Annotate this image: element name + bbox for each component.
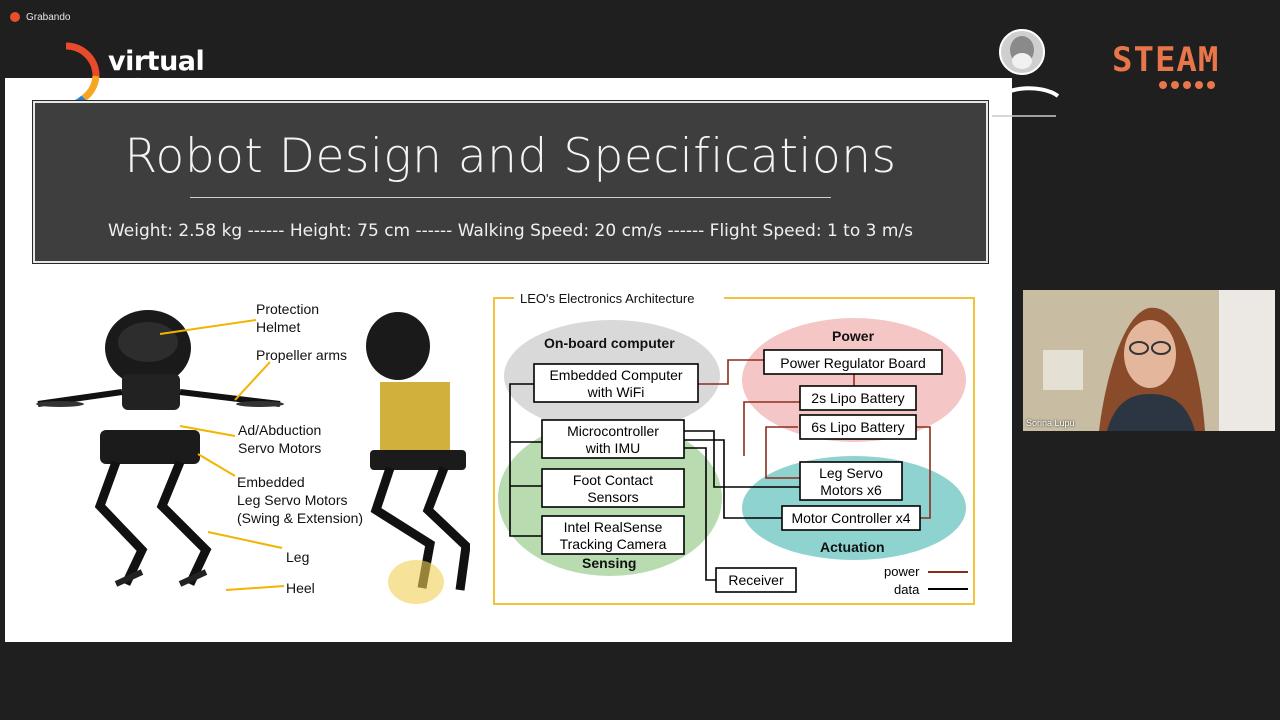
recording-indicator: Grabando	[10, 9, 70, 25]
box-motor-controller: Motor Controller x4	[781, 505, 921, 531]
data-connections	[509, 383, 800, 581]
label-leg: Leg	[286, 549, 310, 565]
label-helmet-line1: Protection	[256, 301, 320, 317]
label-legservo-line1: Embedded	[237, 474, 305, 490]
realsense-line2: Tracking Camera	[560, 536, 667, 552]
label-heel: Heel	[286, 580, 315, 596]
realsense-line1: Intel RealSense	[564, 519, 663, 535]
steam-icons	[1159, 81, 1215, 89]
legend-data-label: data	[894, 582, 920, 597]
box-2s-lipo: 2s Lipo Battery	[799, 385, 917, 411]
label-leg-servo: Embedded Leg Servo Motors (Swing & Exten…	[237, 473, 363, 527]
participant-name: Sorina Lupu	[1026, 418, 1075, 428]
steam-logo: STEAM	[1112, 40, 1220, 80]
box-power-regulator: Power Regulator Board	[763, 349, 943, 375]
recording-label: Grabando	[26, 11, 71, 23]
box-microcontroller: Microcontroller with IMU	[541, 419, 685, 459]
diagram-frame	[493, 297, 975, 605]
legservo-line2: Motors x6	[820, 482, 882, 498]
legservo-line1: Leg Servo	[819, 465, 883, 481]
label-ad-abduction: Ad/Abduction Servo Motors	[238, 421, 321, 457]
record-icon	[10, 12, 20, 22]
title-panel: Robot Design and Specifications Weight: …	[32, 100, 989, 264]
label-helmet-line2: Helmet	[256, 319, 301, 335]
label-protection-helmet: Protection Helmet	[256, 300, 319, 336]
box-6s-lipo: 6s Lipo Battery	[799, 414, 917, 440]
virtual-educa-subtext: educa	[108, 74, 189, 102]
box-foot-contact: Foot Contact Sensors	[541, 468, 685, 508]
label-ad-line2: Servo Motors	[238, 440, 322, 456]
group-power-label: Power	[832, 328, 875, 344]
title-divider	[190, 197, 831, 198]
lipo2-text: 2s Lipo Battery	[811, 390, 904, 406]
lipo6-text: 6s Lipo Battery	[811, 419, 904, 435]
group-actuation-label: Actuation	[820, 539, 885, 555]
power-reg-text: Power Regulator Board	[780, 355, 926, 371]
power-connections	[698, 359, 931, 519]
group-onboard-label: On-board computer	[544, 335, 675, 351]
foot-line2: Sensors	[587, 489, 638, 505]
participant-video-frame	[1023, 290, 1275, 431]
slide-title: Robot Design and Specifications	[124, 129, 897, 184]
legend-power-label: power	[884, 564, 920, 579]
galileo-university-logo	[986, 29, 1060, 117]
box-leg-servo: Leg Servo Motors x6	[799, 461, 903, 501]
virtual-educa-text: virtual	[108, 46, 205, 77]
diagram-title: LEO's Electronics Architecture	[520, 291, 694, 306]
box-receiver: Receiver	[715, 567, 797, 593]
receiver-text: Receiver	[728, 572, 784, 588]
group-sensing-label: Sensing	[582, 555, 636, 571]
box-embedded-computer: Embedded Computer with WiFi	[533, 363, 699, 403]
label-legservo-line3: (Swing & Extension)	[237, 510, 364, 526]
micro-line2: with IMU	[585, 440, 640, 456]
label-legservo-line2: Leg Servo Motors	[237, 492, 348, 508]
participant-video-tile[interactable]	[1023, 290, 1275, 431]
label-ad-line1: Ad/Abduction	[238, 422, 322, 438]
foot-line1: Foot Contact	[573, 472, 653, 488]
motorctrl-text: Motor Controller x4	[791, 510, 910, 526]
electronics-architecture-diagram: LEO's Electronics Architecture On-board …	[493, 290, 975, 605]
embedded-line1: Embedded Computer	[549, 367, 682, 383]
box-realsense: Intel RealSense Tracking Camera	[541, 515, 685, 555]
embedded-line2: with WiFi	[587, 384, 645, 400]
micro-line1: Microcontroller	[567, 423, 659, 439]
label-propeller-arms: Propeller arms	[256, 347, 348, 363]
robot-specs: Weight: 2.58 kg ------ Height: 75 cm ---…	[107, 221, 914, 241]
robot-illustration	[36, 310, 470, 604]
